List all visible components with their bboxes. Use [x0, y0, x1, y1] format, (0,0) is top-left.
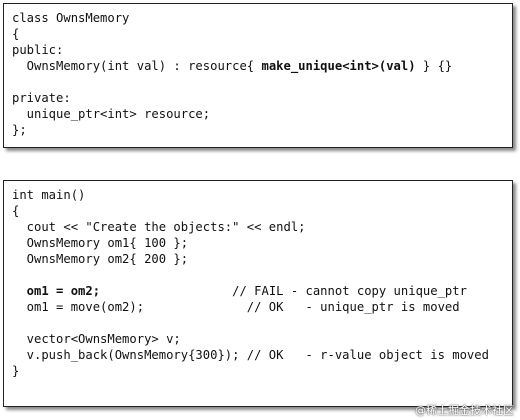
code-line: public: — [12, 42, 504, 58]
code-line: unique_ptr<int> resource; — [12, 106, 504, 122]
code-line: int main() — [12, 187, 504, 203]
code-segment: } — [12, 364, 20, 378]
code-segment-bold: om1 = om2; — [12, 284, 101, 298]
code-segment: private: — [12, 91, 71, 105]
code-line: class OwnsMemory — [12, 10, 504, 26]
code-segment: public: — [12, 43, 64, 57]
code-segment-bold: make_unique<int>(val) — [261, 59, 416, 73]
code-segment: { — [12, 27, 20, 41]
code-segment: OwnsMemory om1{ 100 }; — [12, 236, 189, 250]
code-segment: class OwnsMemory — [12, 11, 130, 25]
code-block-main-function: int main() { cout << "Create the objects:… — [3, 180, 513, 407]
code-segment: cout << "Create the objects:" << endl; — [12, 220, 306, 234]
code-line: { — [12, 26, 504, 42]
code-segment: v.push_back(OwnsMemory{300}); // OK - r-… — [12, 348, 489, 362]
code-segment: // FAIL - cannot copy unique_ptr — [100, 284, 467, 298]
code-line: OwnsMemory om2{ 200 }; — [12, 251, 504, 267]
code-line: private: — [12, 90, 504, 106]
code-line: cout << "Create the objects:" << endl; — [12, 219, 504, 235]
code-segment: }; — [12, 123, 27, 137]
code-line: OwnsMemory(int val) : resource{ make_uni… — [12, 58, 504, 74]
code-block-class-definition: class OwnsMemory { public: OwnsMemory(int … — [3, 3, 513, 148]
code-segment: int main() — [12, 188, 86, 202]
code-line: v.push_back(OwnsMemory{300}); // OK - r-… — [12, 347, 504, 363]
code-line — [12, 267, 504, 283]
code-segment: } {} — [415, 59, 453, 73]
code-line — [12, 315, 504, 331]
watermark: @稀土掘金技术社区 — [415, 404, 514, 417]
code-line: OwnsMemory om1{ 100 }; — [12, 235, 504, 251]
code-segment: OwnsMemory(int val) : resource{ — [12, 59, 262, 73]
code-segment: unique_ptr<int> resource; — [12, 107, 211, 121]
code-line: om1 = om2; // FAIL - cannot copy unique_… — [12, 283, 504, 299]
code-line: { — [12, 203, 504, 219]
code-segment: om1 = move(om2); // OK - unique_ptr is m… — [12, 300, 460, 314]
code-line: vector<OwnsMemory> v; — [12, 331, 504, 347]
code-line: } — [12, 363, 504, 379]
code-line: om1 = move(om2); // OK - unique_ptr is m… — [12, 299, 504, 315]
code-segment: vector<OwnsMemory> v; — [12, 332, 181, 346]
code-segment: OwnsMemory om2{ 200 }; — [12, 252, 189, 266]
code-segment: { — [12, 204, 20, 218]
code-line — [12, 74, 504, 90]
code-line: }; — [12, 122, 504, 138]
